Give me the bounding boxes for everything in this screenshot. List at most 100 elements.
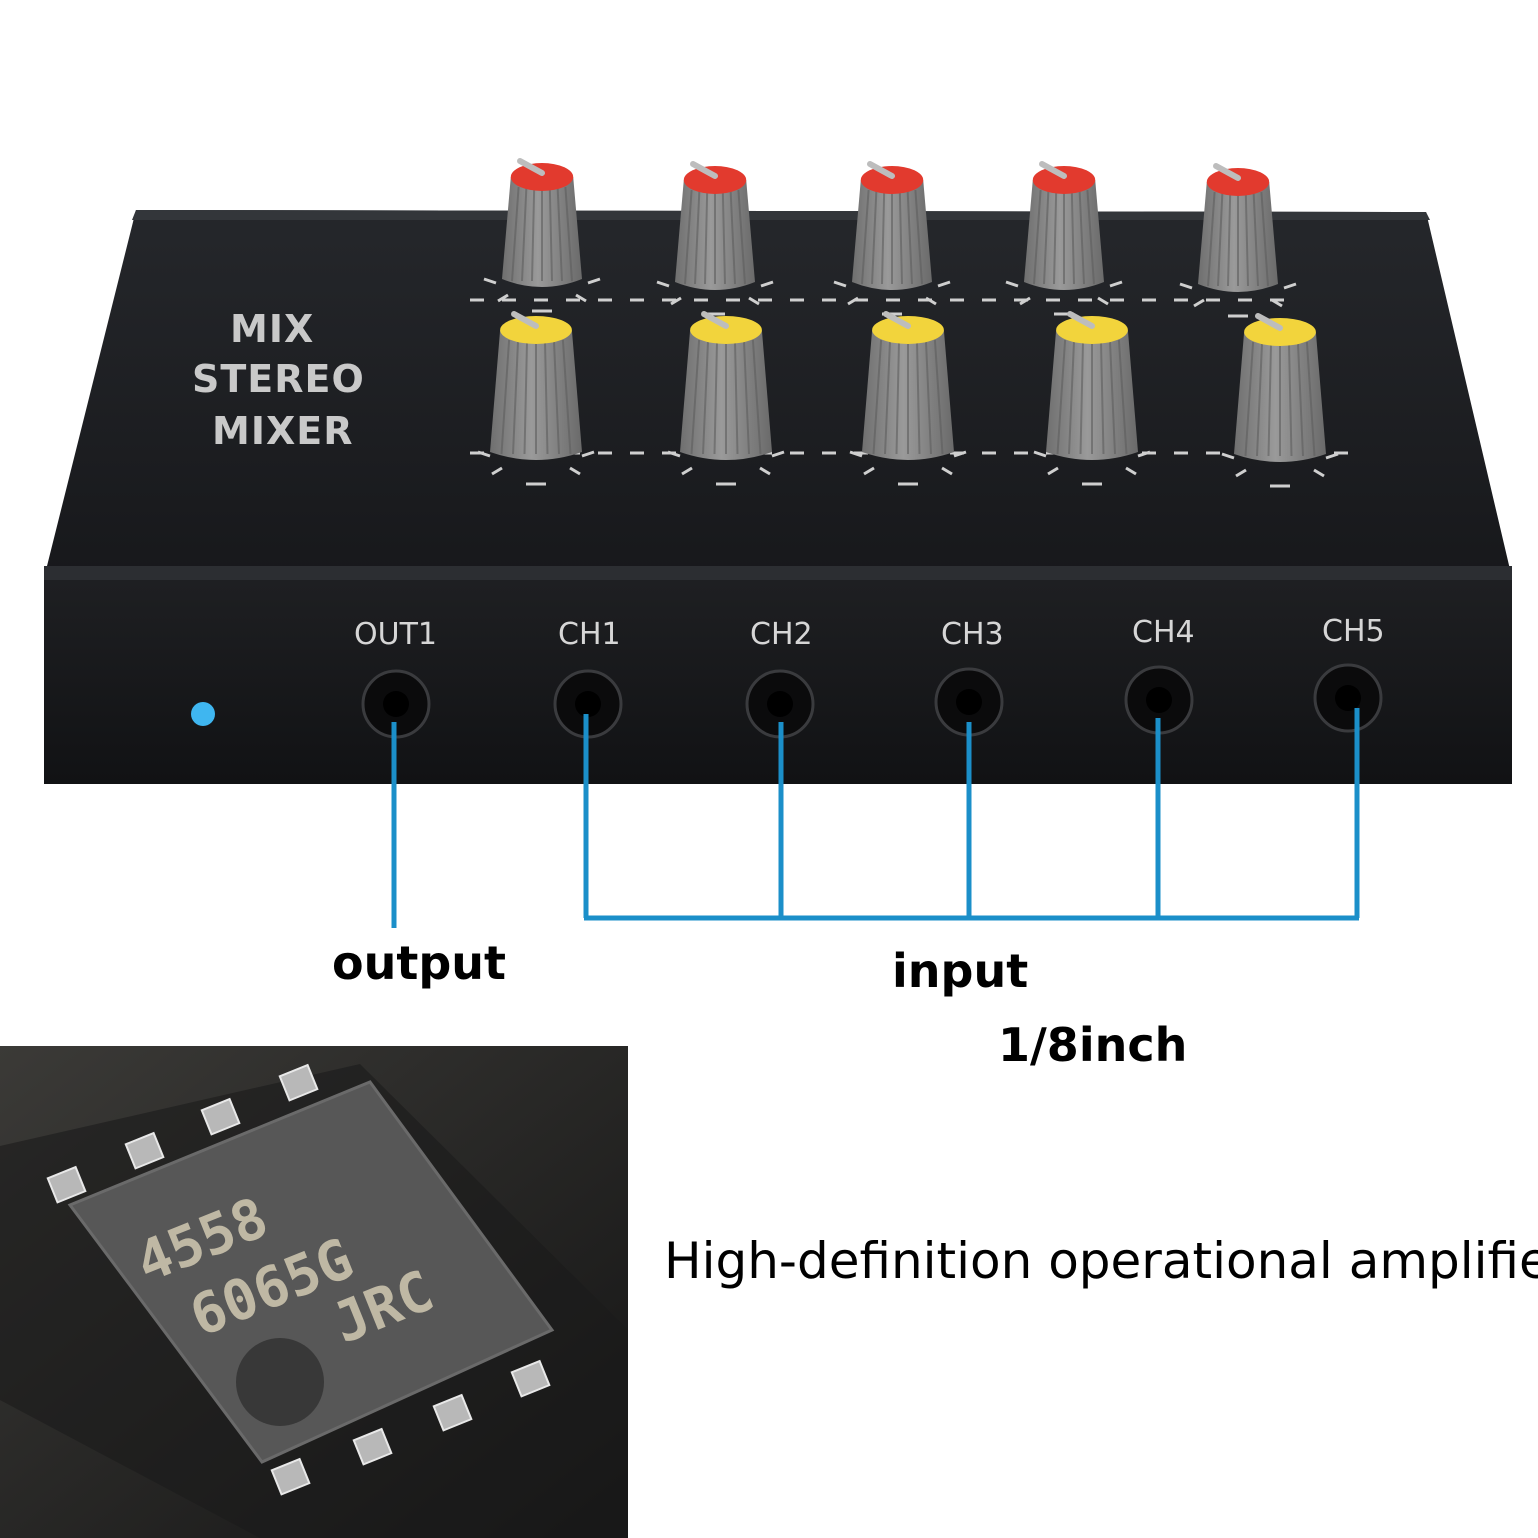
- jack-ch3: [934, 667, 1004, 737]
- knob-pointer: [883, 311, 911, 329]
- knob-bottom-2[interactable]: [667, 311, 785, 486]
- knob-tick-mark: [833, 280, 847, 288]
- knob-cap: [860, 166, 924, 194]
- knob-groove: [561, 339, 572, 455]
- knob-tick-mark: [587, 277, 601, 285]
- knob-tick-mark: [760, 280, 774, 288]
- knob-bottom-5[interactable]: [1221, 313, 1339, 488]
- knob-tick-mark: [1097, 296, 1109, 306]
- chip-pin: [278, 1063, 319, 1102]
- knob-groove: [933, 339, 944, 455]
- knob-cap: [690, 316, 762, 344]
- chip-pin: [352, 1427, 393, 1466]
- knob-tick-mark: [667, 450, 681, 458]
- knob-top-4[interactable]: [1005, 161, 1123, 316]
- knob-tick-mark: [759, 466, 771, 476]
- knob-groove: [556, 186, 563, 282]
- knob-groove: [1053, 189, 1058, 285]
- knob-tick-mark: [1033, 450, 1047, 458]
- knob-top-1[interactable]: [483, 158, 601, 313]
- knob-tick-mark: [1283, 282, 1297, 290]
- chip-photo: 4558 6065G JRC: [0, 1046, 628, 1538]
- knob-bottom-3[interactable]: [849, 311, 967, 486]
- knob-groove: [1070, 189, 1075, 285]
- knob-cap: [872, 316, 944, 344]
- knob-groove: [906, 189, 913, 285]
- knob-groove: [914, 189, 923, 285]
- knob-tick-mark: [569, 466, 581, 476]
- knob-groove: [1086, 189, 1095, 285]
- knob-tick-mark: [1271, 298, 1283, 308]
- knob-pointer: [511, 311, 539, 329]
- knob-groove: [881, 189, 886, 285]
- knob-tick-mark: [1193, 298, 1205, 308]
- power-led: [191, 702, 215, 726]
- knob-tick-mark: [1313, 468, 1325, 478]
- knob-tick-mark: [1179, 282, 1193, 290]
- knob-groove: [543, 339, 549, 455]
- knob-cap: [683, 166, 747, 194]
- knob-tick-mark: [849, 450, 863, 458]
- knob-cap: [1206, 168, 1270, 196]
- knob-groove: [1068, 339, 1076, 455]
- knob-tick-mark: [656, 280, 670, 288]
- knob-groove: [531, 186, 536, 282]
- knob-tick-mark: [1019, 296, 1031, 306]
- knob-top-5[interactable]: [1179, 163, 1297, 318]
- knob-groove: [523, 339, 529, 455]
- knob-tick-mark: [1221, 452, 1235, 460]
- chip-pin: [510, 1359, 551, 1398]
- knob-top-2[interactable]: [656, 161, 774, 316]
- knob-tick-mark: [937, 280, 951, 288]
- input-annotation: input: [892, 944, 1029, 998]
- knob-groove: [884, 339, 892, 455]
- knob-groove: [1108, 339, 1116, 455]
- knob-pointer: [867, 161, 895, 179]
- mixer-top-edge: [132, 210, 1430, 220]
- chip-pin: [46, 1165, 87, 1204]
- knob-bottom-1[interactable]: [477, 311, 595, 486]
- knob-groove: [1099, 339, 1105, 455]
- knob-groove: [702, 339, 710, 455]
- chip-package: [67, 1080, 555, 1464]
- knob-groove: [721, 189, 726, 285]
- brand-line-stereo: STEREO: [192, 357, 365, 401]
- chip-pins: [46, 1063, 551, 1496]
- knob-groove: [733, 339, 739, 455]
- knob-tick-mark: [863, 466, 875, 476]
- knob-groove: [1117, 339, 1128, 455]
- knob-groove: [564, 186, 573, 282]
- knob-groove: [1227, 191, 1232, 287]
- knob-cap: [500, 316, 572, 344]
- knob-groove: [1244, 191, 1249, 287]
- knob-tick-mark: [1235, 468, 1247, 478]
- knob-bottom-4[interactable]: [1033, 311, 1151, 486]
- knob-groove: [737, 189, 746, 285]
- knob-groove: [694, 189, 701, 285]
- knob-tick-mark: [748, 296, 760, 306]
- knob-groove: [684, 189, 693, 285]
- knob-groove: [500, 339, 511, 455]
- knob-tick-mark: [771, 450, 785, 458]
- knob-groove: [690, 339, 701, 455]
- knob-tick-mark: [1109, 280, 1123, 288]
- brand-line-mix: MIX: [230, 307, 314, 351]
- knob-groove: [1207, 191, 1216, 287]
- knob-groove: [1056, 339, 1067, 455]
- knob-groove: [512, 339, 520, 455]
- knob-tick-mark: [941, 466, 953, 476]
- knob-groove: [1256, 341, 1264, 457]
- knob-groove: [898, 189, 903, 285]
- knob-tick-mark: [953, 450, 967, 458]
- knob-tick-mark: [497, 293, 509, 303]
- port-label-ch5: CH5: [1322, 614, 1385, 649]
- knob-groove: [924, 339, 932, 455]
- output-annotation: output: [332, 936, 507, 990]
- knob-tick-mark: [581, 450, 595, 458]
- knob-cap: [510, 163, 574, 191]
- knob-groove: [511, 186, 520, 282]
- knob-top-3[interactable]: [833, 161, 951, 316]
- knob-groove: [729, 189, 736, 285]
- knob-groove: [1305, 341, 1316, 457]
- knob-pointer: [1039, 161, 1067, 179]
